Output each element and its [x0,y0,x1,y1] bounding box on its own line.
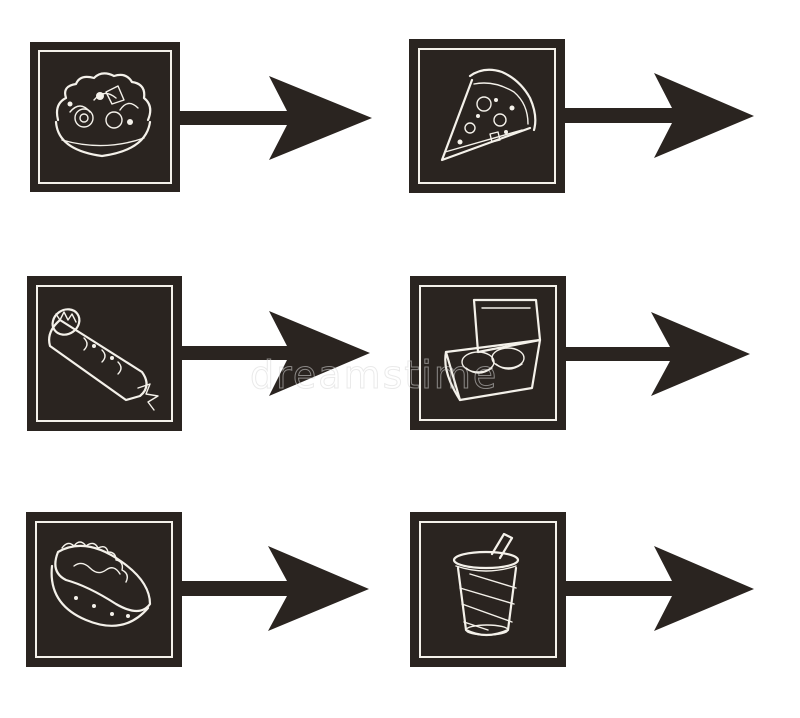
tile-inner-border [38,50,172,184]
arrow-right-icon [180,311,370,396]
tile-inner-border [419,285,557,421]
row-1-right-item [409,39,754,193]
hot-dog-icon [50,541,152,627]
arrow-right-icon [178,76,372,160]
tile-frame [410,512,566,667]
arrow-right-icon [180,546,369,631]
arrow-right-icon [563,73,754,158]
burrito-icon [48,308,159,411]
tile-inner-border [418,48,556,184]
tile-frame [409,39,565,193]
row-3-left-item [26,512,369,667]
tile-inner-border [36,285,173,422]
takeout-box-icon [444,298,542,402]
row-2-right-item [410,276,750,430]
arrow-right-icon [564,312,750,396]
row-2-left-item [27,276,370,431]
tile-frame [26,512,182,667]
soda-cup-icon [452,532,520,637]
row-1-left-item [30,42,372,192]
salad-icon [54,72,152,158]
arrow-right-icon [564,546,754,631]
pizza-slice-icon [440,68,537,162]
tile-inner-border [419,521,557,658]
tile-inner-border [35,521,173,658]
watermark-text: dreamstime [250,353,498,397]
row-3-right-item [410,512,754,667]
tile-frame [30,42,180,192]
tile-frame [410,276,566,430]
